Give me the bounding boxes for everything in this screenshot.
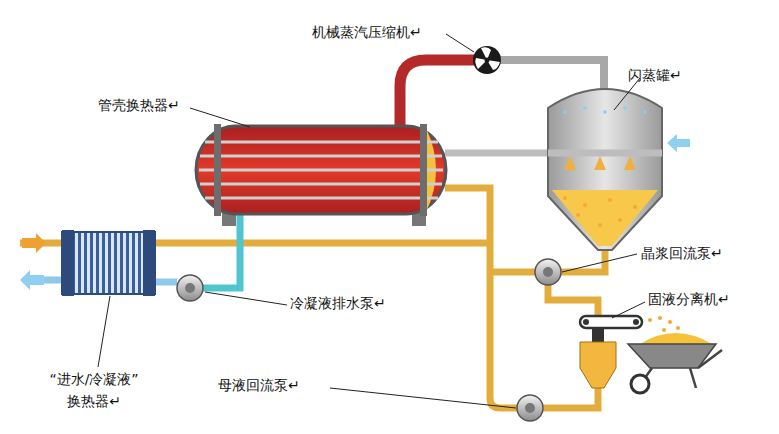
- flash-tank-part-part: [583, 106, 587, 110]
- separator-part: [580, 316, 642, 328]
- wheelbarrow: [628, 333, 722, 393]
- leader-lines-part: [190, 108, 250, 127]
- pipes-part: [400, 60, 474, 126]
- separator-part-part: [658, 316, 662, 320]
- flash-tank-part: [548, 150, 662, 157]
- pipes-part: [155, 279, 177, 286]
- shell-tube-exchanger-part-part: [205, 197, 438, 200]
- plate-exchanger: [62, 230, 155, 296]
- plate-exchanger-part: [143, 230, 155, 296]
- flash-tank-part: [552, 190, 658, 246]
- pipes-part: [560, 248, 605, 272]
- leader-lines-part: [330, 388, 516, 408]
- vapor-compressor-part: [485, 58, 490, 63]
- part-label: 闪蒸罐↵: [628, 64, 682, 86]
- vapor-compressor-part: [473, 46, 501, 74]
- separator-part-part: [676, 326, 680, 330]
- plate-exchanger-part: [62, 230, 74, 296]
- pipes-part: [548, 284, 598, 318]
- slurry-pump: [535, 259, 561, 285]
- condensate-pump-part: [185, 283, 195, 293]
- flow-arrows-part: [20, 270, 44, 290]
- pipes-part: [445, 188, 518, 408]
- leader-lines-part: [205, 292, 287, 305]
- pipes-part: [490, 269, 536, 276]
- leader-lines: [98, 34, 645, 408]
- flow-arrows-part: [667, 134, 690, 152]
- flash-tank-part-part: [623, 106, 627, 110]
- mother-liquor-pump-part: [517, 395, 543, 421]
- separator-part: [648, 316, 680, 332]
- wheelbarrow-part: [631, 375, 649, 393]
- flash-tank-part-part: [563, 196, 567, 200]
- part-label: 机械蒸汽压缩机↵: [312, 21, 422, 43]
- flash-tank-part: [563, 196, 637, 227]
- shell-tube-exchanger-part: [420, 124, 427, 216]
- flash-tank-part-part: [594, 156, 606, 170]
- leader-lines-part: [446, 34, 474, 52]
- part-label: 管壳换热器↵: [98, 94, 180, 116]
- plate-exchanger-part: [62, 232, 155, 294]
- separator-part-part: [648, 318, 652, 322]
- mother-liquor-pump-part: [525, 403, 535, 413]
- pipes-part: [543, 388, 598, 408]
- shell-tube-exchanger-part: [199, 142, 443, 198]
- condensate-pump: [177, 275, 203, 301]
- flow-arrows-part: [22, 233, 46, 253]
- part-label: 母液回流泵↵: [218, 374, 300, 396]
- flash-tank-part-part: [624, 156, 636, 170]
- separator-part-part: [668, 320, 672, 324]
- slurry-pump-part: [535, 259, 561, 285]
- wheelbarrow-part: [642, 350, 722, 388]
- part-label: “进水/冷凝液” 换热器↵: [30, 368, 158, 413]
- slurry-pump-part: [543, 267, 553, 277]
- flash-tank-part-part: [564, 156, 576, 170]
- flash-tank-part-part: [608, 198, 612, 202]
- condensate-pump-part: [177, 275, 203, 301]
- shell-tube-exchanger-part: [196, 126, 446, 214]
- flash-tank-part-part: [618, 218, 622, 222]
- vapor-compressor-part: [475, 47, 500, 70]
- flash-tank-part-part: [643, 110, 647, 114]
- wheelbarrow-part: [640, 333, 712, 344]
- shell-tube-exchanger-part-part: [199, 169, 443, 172]
- separator-part: [633, 319, 639, 325]
- leader-lines-part: [98, 296, 110, 367]
- flash-tank-part-part: [576, 213, 580, 217]
- pipes-part: [500, 60, 604, 92]
- flash-tank-part-part: [583, 203, 587, 207]
- part-label: 晶浆回流泵↵: [641, 242, 723, 264]
- separator-part-part: [662, 328, 666, 332]
- separator-part: [583, 319, 589, 325]
- shell-tube-exchanger-part-part: [200, 183, 442, 186]
- vapor-compressor: [473, 46, 501, 74]
- separator-part: [592, 328, 604, 342]
- part-label: 固液分离机↵: [648, 288, 730, 310]
- flash-tank-part: [548, 89, 662, 250]
- shell-tube-exchanger-part-part: [200, 155, 442, 158]
- flash-tank-part-part: [603, 110, 607, 114]
- mother-liquor-pump: [517, 395, 543, 421]
- leader-lines-part: [562, 254, 637, 272]
- flash-tank-part-part: [563, 110, 567, 114]
- separator-part: [580, 342, 616, 388]
- shell-tube-exchanger-part: [214, 124, 221, 216]
- flash-tank-part: [564, 156, 636, 170]
- leader-lines-part: [612, 302, 645, 318]
- flash-tank-part-part: [633, 205, 637, 209]
- flash-tank-part-part: [598, 223, 602, 227]
- flash-tank-part: [563, 106, 647, 114]
- flash-tank: [548, 89, 662, 250]
- shell-tube-exchanger-part-part: [205, 141, 438, 144]
- part-label: 冷凝液排水泵↵: [290, 292, 386, 314]
- pipes: [20, 60, 605, 408]
